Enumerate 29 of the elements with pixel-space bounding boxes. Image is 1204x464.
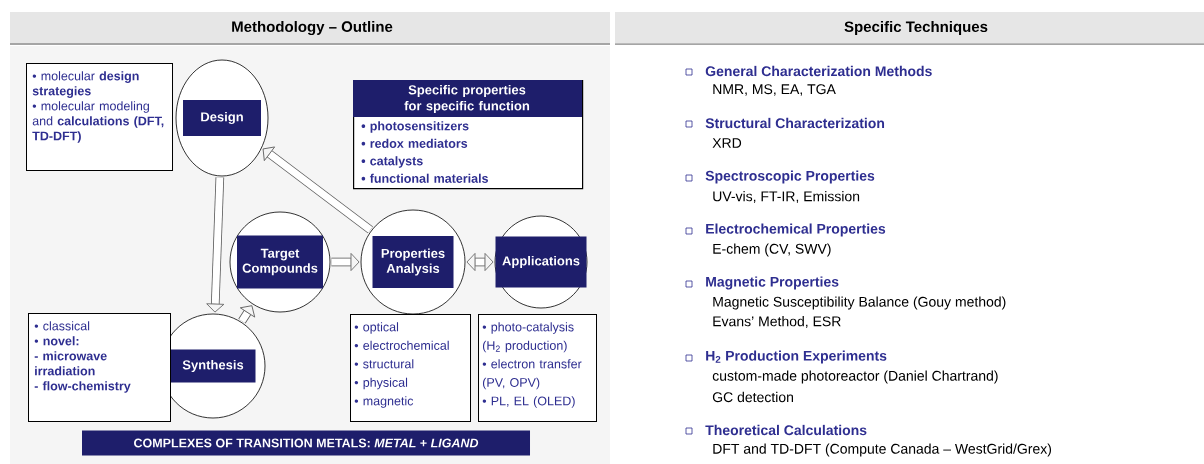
note-box: • optical • electrochemical • structural • physical • magnetic [350, 314, 471, 422]
technique-text: NMR, MS, EA, TGA [713, 84, 836, 96]
note-box: • molecular design strategies • molecular modeling and calculations (DFT, TD-DFT) [26, 63, 173, 171]
technique-text: XRD [712, 138, 742, 148]
technique-text: UV-vis, FT-IR, Emission [713, 191, 860, 203]
technique-text: DFT and TD-DFT (Compute Canada – WestGrid/Grex) [713, 443, 1052, 457]
section-heading: General Characterization Methods [705, 65, 932, 77]
block-arrow [206, 177, 225, 313]
technique-text: GC detection [712, 391, 793, 403]
technique-text: Evans’ Method, ESR [713, 316, 841, 328]
section-heading: Magnetic Properties [706, 276, 839, 290]
section-heading: Spectroscopic Properties [705, 170, 875, 184]
header-bar: Methodology – Outline [9, 12, 611, 45]
section-heading: Structural Characterization [705, 117, 885, 129]
block-arrow [262, 146, 373, 234]
block-arrow [331, 253, 360, 271]
note-box: • classical • novel: - microwave irradiation - flow-chemistry [28, 313, 171, 422]
section-heading: Electrochemical Properties [706, 223, 886, 237]
note-box: • photo-catalysis (H$_{2}$ production) • electron transfer (PV, OPV) • PL, EL (OLED) [478, 314, 597, 422]
technique-text: E-chem (CV, SWV) [713, 243, 831, 257]
section-heading: Theoretical Calculations [705, 424, 867, 436]
block-arrow [466, 253, 494, 271]
header-bar: Specific Techniques [614, 12, 1204, 45]
section-heading: H$_{2}$ Production Experiments [706, 350, 887, 364]
info-box: Specific properties for specific function • photosensitizers • redox mediators • catalysts • functional materials [353, 80, 584, 190]
banner: COMPLEXES OF TRANSITION METALS: METAL + LIGAND [82, 430, 530, 456]
technique-text: Magnetic Susceptibility Balance (Gouy method) [713, 296, 1006, 310]
technique-text: custom-made photoreactor (Daniel Chartrand) [712, 370, 998, 384]
block-arrow [238, 305, 256, 324]
